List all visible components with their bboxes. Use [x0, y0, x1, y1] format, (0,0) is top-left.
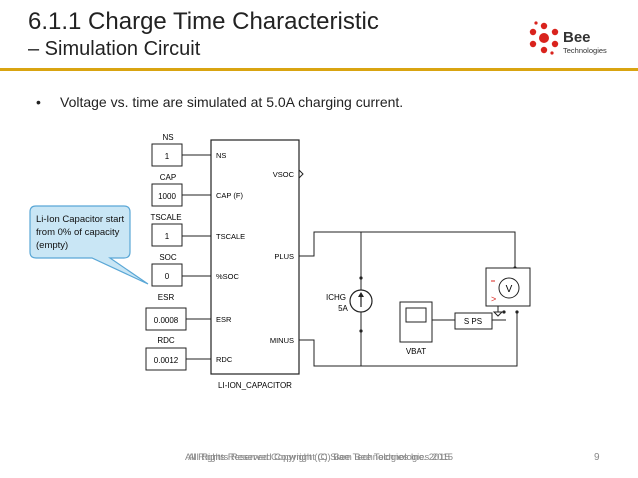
param-label-rdc: RDC [157, 336, 175, 345]
circuit-wires [299, 231, 518, 367]
param-value-esr: 0.0008 [154, 316, 179, 325]
port-rdc: RDC [216, 355, 233, 364]
title-divider [0, 68, 638, 71]
param-value-rdc: 0.0012 [154, 356, 179, 365]
param-ns: NS 1 [151, 133, 214, 167]
param-label-esr: ESR [158, 293, 175, 302]
voltmeter-symbol: V [506, 284, 513, 295]
voltmeter-marker: > [491, 294, 496, 304]
logo-sub: Technologies [563, 46, 607, 55]
param-value-ns: 1 [165, 152, 170, 161]
port-tscale: TSCALE [216, 232, 245, 241]
slide-subtitle: – Simulation Circuit [28, 38, 201, 60]
param-label-tscale: TSCALE [150, 213, 181, 222]
port-vsoc: VSOC [273, 170, 295, 179]
param-value-soc: 0 [165, 272, 170, 281]
param-value-cap: 1000 [158, 192, 176, 201]
footer-copyright-b: All Rights Reserved Copyright (C) Siam B… [184, 452, 454, 463]
port-esr: ESR [216, 315, 232, 324]
slide-title: 6.1.1 Charge Time Characteristic [28, 8, 379, 35]
source-name: ICHG [326, 293, 346, 302]
bullet-text: Voltage vs. time are simulated at 5.0A c… [60, 94, 404, 110]
bullet-point: •Voltage vs. time are simulated at 5.0A … [36, 94, 404, 110]
scope-vbat: VBAT [399, 301, 433, 356]
page-number: 9 [594, 452, 600, 463]
param-value-tscale: 1 [165, 232, 170, 241]
li-ion-capacitor-block: NS CAP (F) TSCALE %SOC ESR RDC VSOC PLUS… [210, 139, 304, 390]
callout-line-2: from 0% of capacity [36, 227, 120, 238]
logo-name: Bee [563, 29, 591, 46]
callout-line-1: Li-Ion Capacitor start [36, 214, 125, 225]
port-plus: PLUS [274, 252, 294, 261]
param-rdc: RDC 0.0012 [145, 336, 214, 371]
converter-sps: S PS [454, 312, 493, 330]
port-ns: NS [216, 151, 226, 160]
param-soc: SOC 0 [151, 253, 214, 287]
param-label-soc: SOC [159, 253, 177, 262]
port-minus: MINUS [270, 336, 294, 345]
port-cap: CAP (F) [216, 191, 243, 200]
voltmeter: V > [485, 267, 531, 317]
callout-line-3: (empty) [36, 240, 68, 251]
bee-logo: Bee Technologies [529, 21, 607, 55]
current-source-ichg: ICHG 5A [326, 289, 373, 313]
bee-logo-icon [529, 21, 559, 55]
block-name: LI-ION_CAPACITOR [218, 381, 292, 390]
param-tscale: TSCALE 1 [150, 213, 214, 247]
footer-copyright-a: All Rights Reserved Copyright (C) Bee Te… [188, 452, 450, 463]
scope-name: VBAT [406, 347, 426, 356]
param-cap: CAP 1000 [151, 173, 214, 207]
param-label-ns: NS [162, 133, 173, 142]
converter-name: S PS [464, 317, 482, 326]
source-value: 5A [338, 304, 348, 313]
callout: Li-Ion Capacitor start from 0% of capaci… [29, 205, 149, 285]
port-soc: %SOC [216, 272, 240, 281]
param-label-cap: CAP [160, 173, 176, 182]
param-esr: ESR 0.0008 [145, 293, 214, 331]
